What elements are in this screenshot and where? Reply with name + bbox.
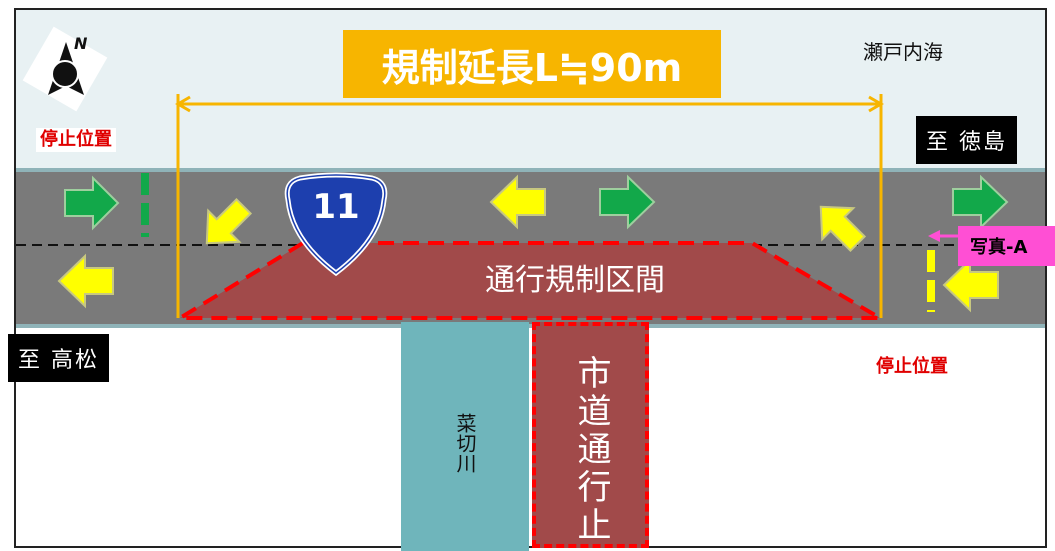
arrow-right-icon [599, 174, 656, 230]
arrow-right-icon [952, 174, 1009, 230]
stop-position-right: 停止位置 [876, 356, 948, 377]
compass-letter: N [74, 34, 88, 53]
sea-label: 瀬戸内海 [863, 40, 943, 64]
to-tokushima-label: 至 徳島 [916, 116, 1017, 164]
arrow-left-icon [57, 253, 114, 309]
regulation-zone [172, 241, 888, 320]
compass-icon [22, 26, 108, 112]
arrow-down-left-icon [205, 197, 253, 245]
arrow-left-icon [489, 174, 546, 230]
river-area [401, 322, 529, 551]
arrow-right-icon [64, 175, 120, 231]
route-number: 11 [312, 187, 360, 227]
regulation-section-label: 通行規制区間 [485, 263, 665, 298]
city-road-label: 市道通行止 [571, 355, 611, 545]
page-title: 規制延長L≒90m [343, 30, 721, 98]
photo-arrow-icon [928, 230, 958, 242]
length-indicator [175, 94, 884, 318]
city-road-closed [532, 322, 649, 548]
arrow-up-left-icon [819, 205, 867, 253]
photo-tag: 写真-A [958, 226, 1055, 266]
route-shield-icon [284, 172, 388, 277]
arrow-left-icon [942, 257, 999, 313]
river-label: 菜切川 [453, 413, 477, 473]
stop-position-left: 停止位置 [36, 128, 116, 152]
to-takamatsu-label: 至 高松 [8, 334, 109, 382]
